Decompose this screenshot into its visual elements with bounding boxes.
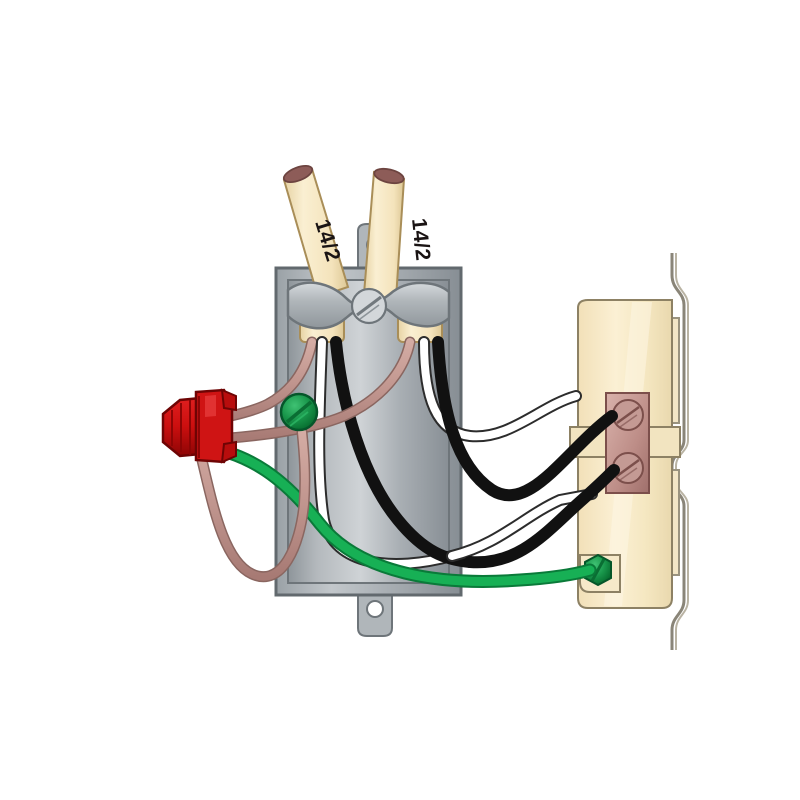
cable-clamp[interactable] [286,281,451,330]
receptacle-ground-screw[interactable] [584,553,612,587]
wire-hot-jumper-black [464,464,620,569]
wire-neutral-right-white [420,338,580,441]
cable-14-2-right: 14/2 [362,167,434,301]
wire-nut-highlight [205,395,216,417]
cable-left-cut-end [282,164,314,184]
cable-right-cut-end [373,167,405,185]
box-ground-screw[interactable] [279,392,319,432]
receptacle-outlet[interactable] [569,299,681,609]
box-mounting-tab-bottom [357,585,393,637]
cable-clamp-screw[interactable] [350,287,388,325]
wire-hot-left-black [330,336,476,568]
wire-hot-right-black [432,336,618,502]
wire-ground-right-copper [196,338,414,444]
wire-ground-pigtail-copper [196,428,309,581]
brass-terminal-screw-upper[interactable] [612,399,644,431]
mounting-hole-bottom [366,600,384,618]
wire-neutral-jumper-white [448,490,596,560]
wire-ground-green [193,441,595,586]
red-wire-nut[interactable] [161,388,237,464]
cable-right-label: 14/2 [407,217,434,262]
